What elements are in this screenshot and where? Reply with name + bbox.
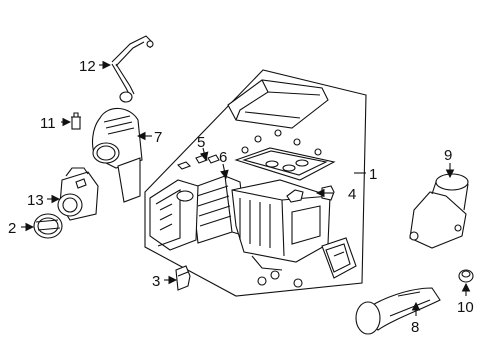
callout-5: 5 — [197, 134, 205, 151]
bracket-part — [175, 265, 191, 291]
leader-lines — [21, 60, 471, 316]
leader-6 — [220, 163, 229, 180]
callout-8: 8 — [411, 319, 419, 336]
clamp-ring-part — [33, 213, 63, 239]
intake-snorkel-part — [355, 287, 441, 335]
vent-tube-part — [111, 35, 154, 103]
air-cleaner-lid-part — [227, 79, 329, 129]
intake-housing-part — [149, 179, 199, 251]
callout-6: 6 — [219, 149, 227, 166]
sensor-part — [71, 112, 81, 130]
gasket-frame-part — [234, 147, 336, 181]
intake-elbow-part — [91, 107, 143, 203]
callout-10: 10 — [457, 299, 474, 316]
callout-labels: 1 2 3 4 5 6 7 8 9 10 11 12 13 — [8, 58, 474, 336]
callout-3: 3 — [152, 273, 160, 290]
callout-11: 11 — [40, 115, 56, 132]
resonator-part — [409, 173, 469, 249]
callout-2: 2 — [8, 220, 16, 237]
grommet-part — [458, 269, 474, 283]
maf-sensor-part — [57, 167, 99, 221]
callout-7: 7 — [154, 129, 162, 146]
clips-part — [177, 154, 220, 170]
leader-5 — [199, 147, 209, 162]
callout-9: 9 — [444, 147, 452, 164]
callout-12: 12 — [79, 58, 96, 75]
housing-outlet-part — [321, 237, 357, 279]
callout-13: 13 — [27, 192, 44, 209]
callout-4: 4 — [348, 186, 356, 203]
housing-fasteners — [257, 270, 303, 288]
assembly-outline — [144, 69, 367, 297]
lid-fasteners — [241, 129, 322, 156]
lower-housing-part — [231, 179, 331, 271]
callout-1: 1 — [369, 166, 377, 183]
